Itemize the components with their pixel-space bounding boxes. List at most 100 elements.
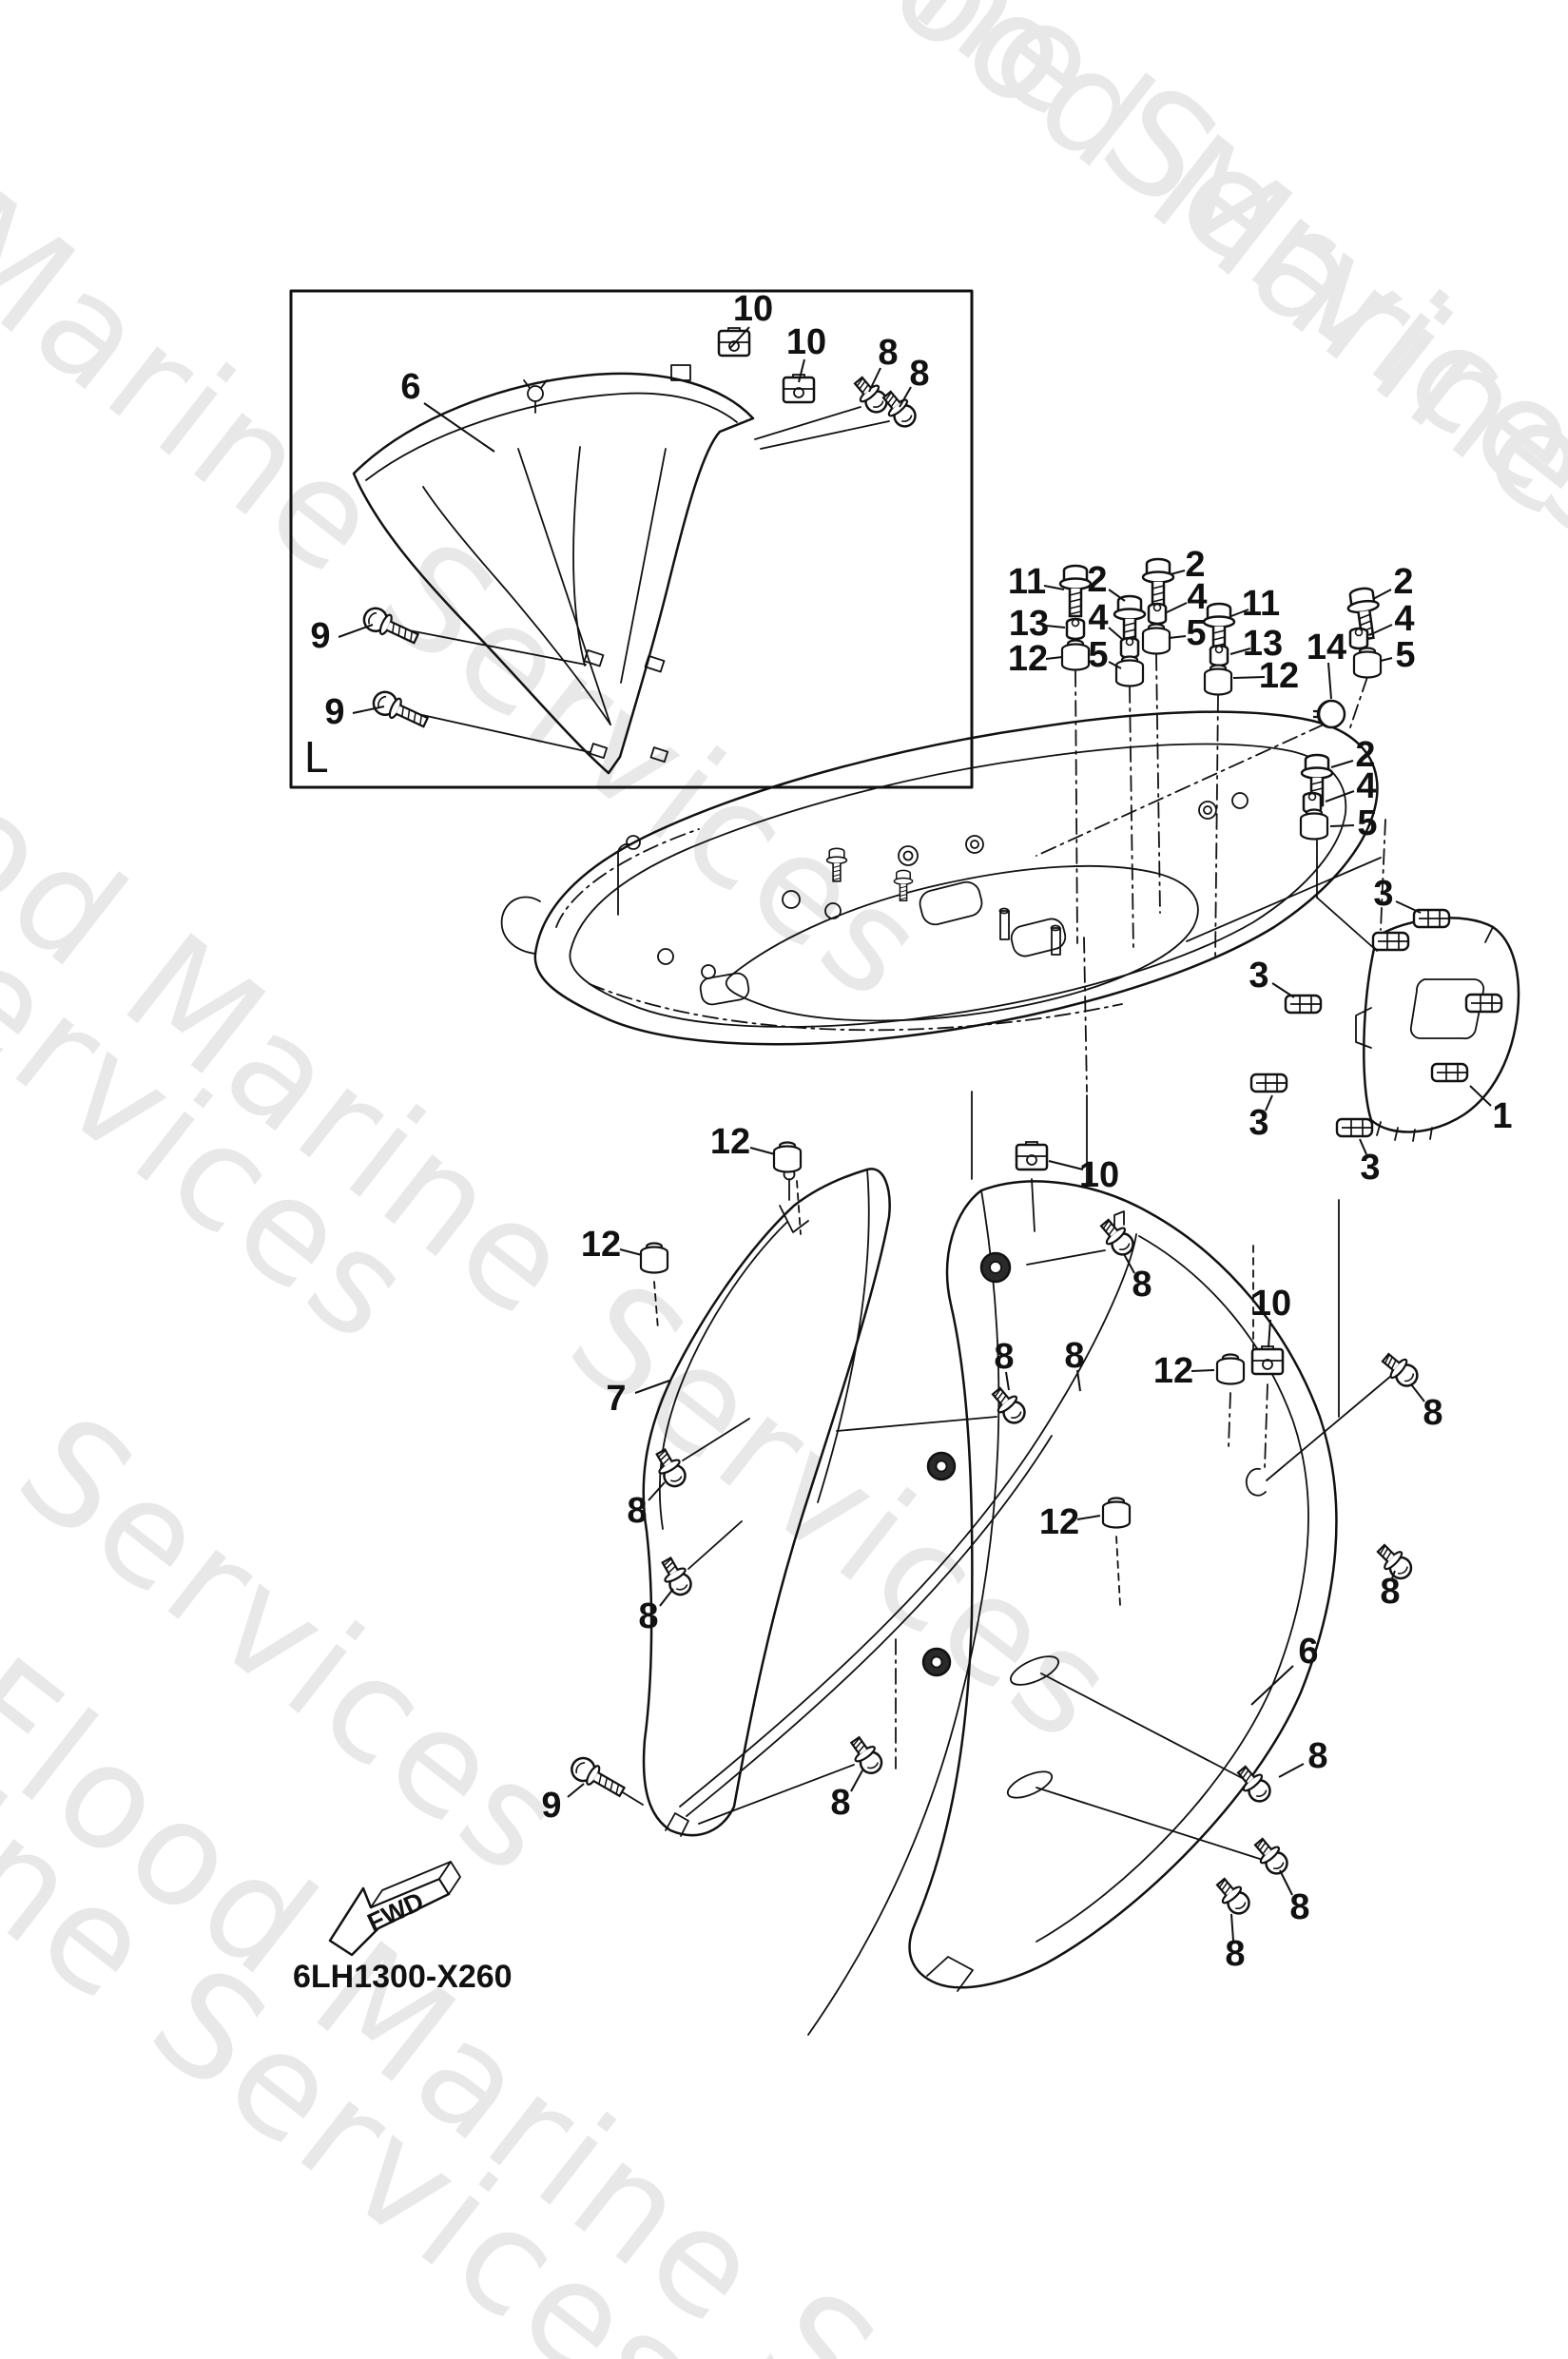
callout-2: 2 xyxy=(1393,562,1413,602)
leader-line xyxy=(1268,1319,1271,1348)
rubber-damper-icon xyxy=(1203,664,1233,696)
callout-8: 8 xyxy=(1225,1934,1245,1974)
callout-5: 5 xyxy=(1088,635,1108,675)
leader-line xyxy=(1250,1665,1294,1706)
leader-line xyxy=(1359,1138,1367,1155)
callout-10: 10 xyxy=(1079,1155,1119,1195)
diagram-line-art: FWD xyxy=(289,289,1520,2036)
leader-line xyxy=(1168,635,1187,639)
callout-8: 8 xyxy=(1289,1887,1309,1927)
callout-11: 11 xyxy=(1242,584,1280,624)
leader-line xyxy=(1191,1369,1215,1372)
callout-6: 6 xyxy=(400,367,420,407)
collar-spacer-icon xyxy=(1119,636,1140,660)
leader-line xyxy=(1230,609,1249,617)
rubber-damper-icon xyxy=(1114,655,1145,687)
callout-4: 4 xyxy=(1187,577,1207,617)
leader-line xyxy=(1108,589,1126,602)
leader-line xyxy=(1330,760,1354,768)
rubber-damper-icon xyxy=(772,1141,803,1173)
spring-clip-icon xyxy=(1249,1073,1288,1093)
inset-side-cover xyxy=(352,364,890,775)
leader-line xyxy=(423,402,495,453)
leader-line xyxy=(729,326,750,349)
leader-line xyxy=(1230,1913,1234,1942)
callout-8: 8 xyxy=(830,1783,850,1823)
callout-8: 8 xyxy=(638,1596,658,1636)
callout-12: 12 xyxy=(1039,1502,1079,1542)
callout-8: 8 xyxy=(627,1491,647,1531)
callout-4: 4 xyxy=(1356,766,1376,806)
leader-line xyxy=(619,1248,643,1256)
pan-head-screw-icon xyxy=(986,1383,1032,1429)
callout-8: 8 xyxy=(1132,1265,1152,1305)
leader-line xyxy=(1076,1369,1081,1392)
spring-clip-icon xyxy=(1430,1062,1469,1083)
leader-line xyxy=(1166,602,1188,613)
callout-8: 8 xyxy=(909,354,929,394)
callout-8: 8 xyxy=(878,333,898,373)
callout-1: 1 xyxy=(1492,1096,1512,1136)
spring-clip-icon xyxy=(1335,1117,1374,1138)
leader-line xyxy=(648,1481,666,1501)
leader-line xyxy=(1271,982,1295,998)
leader-line xyxy=(352,706,385,714)
rubber-damper-icon xyxy=(1352,647,1383,679)
callout-13: 13 xyxy=(1243,624,1283,664)
callout-12: 12 xyxy=(1153,1351,1193,1391)
hex-bolt-icon xyxy=(1058,564,1093,618)
leader-line xyxy=(1123,1253,1135,1274)
callout-9: 9 xyxy=(541,1786,561,1826)
callout-9: 9 xyxy=(324,692,344,732)
rubber-damper-icon xyxy=(1101,1497,1132,1529)
leader-line xyxy=(659,1588,674,1607)
spring-clip-icon xyxy=(1371,931,1410,952)
callout-7: 7 xyxy=(606,1379,626,1419)
hex-bolt-icon xyxy=(1141,557,1175,611)
callout-2: 2 xyxy=(1087,560,1107,600)
side-cover-left xyxy=(642,1168,891,1837)
leader-line xyxy=(1327,662,1332,700)
rubber-damper-icon xyxy=(1299,808,1329,841)
callout-5: 5 xyxy=(1357,803,1377,843)
leader-line xyxy=(899,386,912,408)
pan-head-screw-icon xyxy=(1377,1347,1423,1393)
leader-line xyxy=(1410,1383,1425,1402)
leader-line xyxy=(1048,1160,1084,1170)
collar-spacer-icon xyxy=(1147,602,1168,626)
callout-11: 11 xyxy=(1008,562,1046,602)
callout-8: 8 xyxy=(1307,1736,1327,1776)
callout-3: 3 xyxy=(1249,1103,1268,1143)
pan-head-screw-icon xyxy=(844,1731,888,1779)
collar-spacer-icon xyxy=(1209,644,1229,667)
callout-5: 5 xyxy=(1186,613,1206,653)
spring-clip-icon xyxy=(1284,994,1323,1015)
leader-line xyxy=(749,1147,776,1155)
clip-nut-icon xyxy=(1015,1140,1049,1171)
callout-2: 2 xyxy=(1355,735,1375,775)
collar-spacer-icon xyxy=(1348,627,1369,650)
callout-6: 6 xyxy=(1298,1632,1318,1672)
spring-clip-icon xyxy=(1464,993,1503,1014)
pan-head-screw-icon xyxy=(1231,1761,1277,1808)
drawing-code: 6LH1300-X260 xyxy=(293,1959,513,1995)
leader-line xyxy=(1076,1515,1101,1520)
leader-line xyxy=(1372,589,1392,600)
callout-10: 10 xyxy=(786,322,826,362)
rubber-damper-icon xyxy=(1141,623,1171,655)
leader-line xyxy=(1279,1869,1293,1896)
callout-13: 13 xyxy=(1009,604,1049,644)
collar-spacer-icon xyxy=(1065,617,1086,641)
callout-3: 3 xyxy=(1360,1148,1380,1188)
rubber-damper-icon xyxy=(1215,1353,1246,1385)
callout-10: 10 xyxy=(1251,1284,1291,1324)
callout-4: 4 xyxy=(1394,599,1414,639)
leader-line xyxy=(1232,676,1266,679)
callout-12: 12 xyxy=(710,1122,750,1162)
leader-line xyxy=(1265,1094,1273,1112)
callout-12: 12 xyxy=(1259,656,1299,696)
callout-12: 12 xyxy=(581,1225,621,1265)
pan-head-screw-icon xyxy=(1210,1873,1256,1920)
